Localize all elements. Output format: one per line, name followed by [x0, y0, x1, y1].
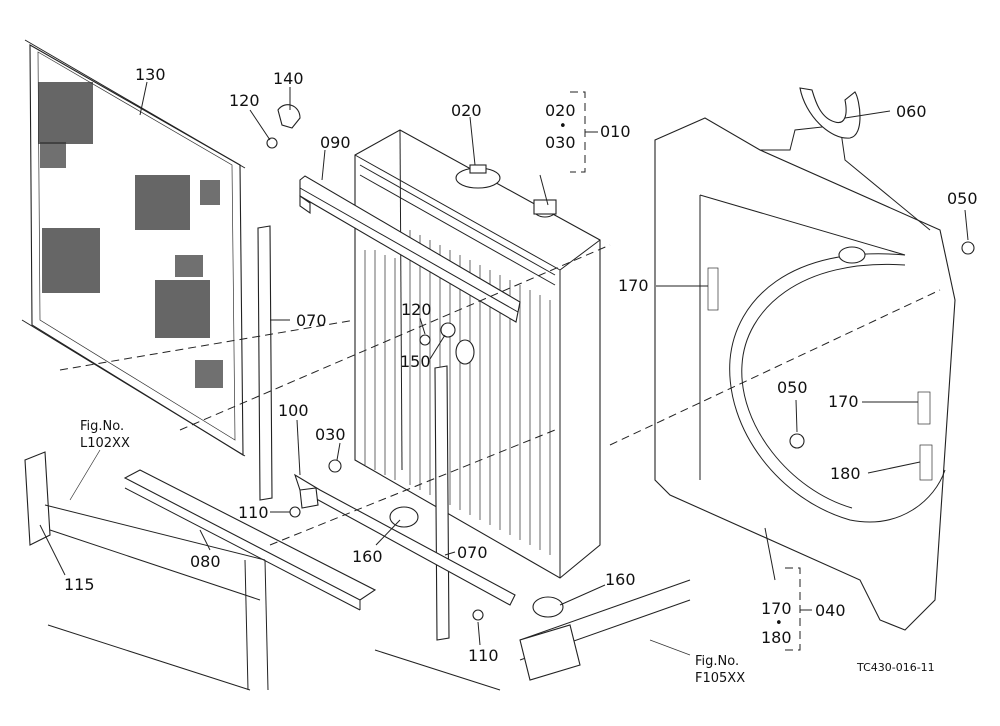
part-label-140: 140 [273, 69, 304, 88]
part-label-120: 120 [401, 300, 432, 319]
part-label-020: 020 [451, 101, 482, 120]
part-label-050: 050 [947, 189, 978, 208]
drawing-code: TC430-016-11 [856, 661, 935, 674]
upper-bracket [299, 175, 521, 323]
part-label-030-group: 030 [545, 133, 576, 152]
part-label-170-group: 170 [761, 599, 792, 618]
part-label-110: 110 [468, 646, 499, 665]
lower-bar [123, 469, 377, 611]
part-label-130: 130 [135, 65, 166, 84]
part-label-180: 180 [830, 464, 861, 483]
part-label-160: 160 [352, 547, 383, 566]
part-label-170: 170 [618, 276, 649, 295]
part-label-030: 030 [315, 425, 346, 444]
group-separator-dot: • [775, 616, 783, 631]
fan-shroud [654, 117, 956, 631]
leader-lines [39, 81, 969, 656]
fig-ref-code-f105: F105XX [695, 671, 745, 686]
chassis-frame [24, 451, 691, 691]
part-label-170: 170 [828, 392, 859, 411]
part-label-150: 150 [400, 352, 431, 371]
part-label-010: 010 [600, 122, 631, 141]
hose-clamp [799, 87, 861, 139]
part-label-090: 090 [320, 133, 351, 152]
lower-bracket [294, 473, 516, 606]
part-label-115: 115 [64, 575, 95, 594]
part-label-050: 050 [777, 378, 808, 397]
part-label-080: 080 [190, 552, 221, 571]
radiator-screen [21, 39, 246, 457]
part-label-100: 100 [278, 401, 309, 420]
part-label-110: 110 [238, 503, 269, 522]
fig-ref-title-l102: Fig.No. [80, 419, 124, 434]
part-label-180-group: 180 [761, 628, 792, 647]
part-label-070: 070 [296, 311, 327, 330]
part-label-120: 120 [229, 91, 260, 110]
fasteners [29, 104, 975, 621]
seal-strip-left [257, 225, 273, 501]
group-separator-dot: • [559, 119, 567, 134]
part-label-060: 060 [896, 102, 927, 121]
fig-ref-code-l102: L102XX [80, 436, 130, 451]
part-label-160: 160 [605, 570, 636, 589]
fig-ref-title-f105: Fig.No. [695, 654, 739, 669]
radiator-core [354, 129, 601, 579]
part-label-020-group: 020 [545, 101, 576, 120]
part-label-040: 040 [815, 601, 846, 620]
group-bracket-040 [785, 567, 812, 651]
explosion-guides [59, 244, 941, 546]
part-label-070: 070 [457, 543, 488, 562]
seal-strip-right [434, 365, 450, 641]
group-bracket-010 [570, 91, 598, 173]
